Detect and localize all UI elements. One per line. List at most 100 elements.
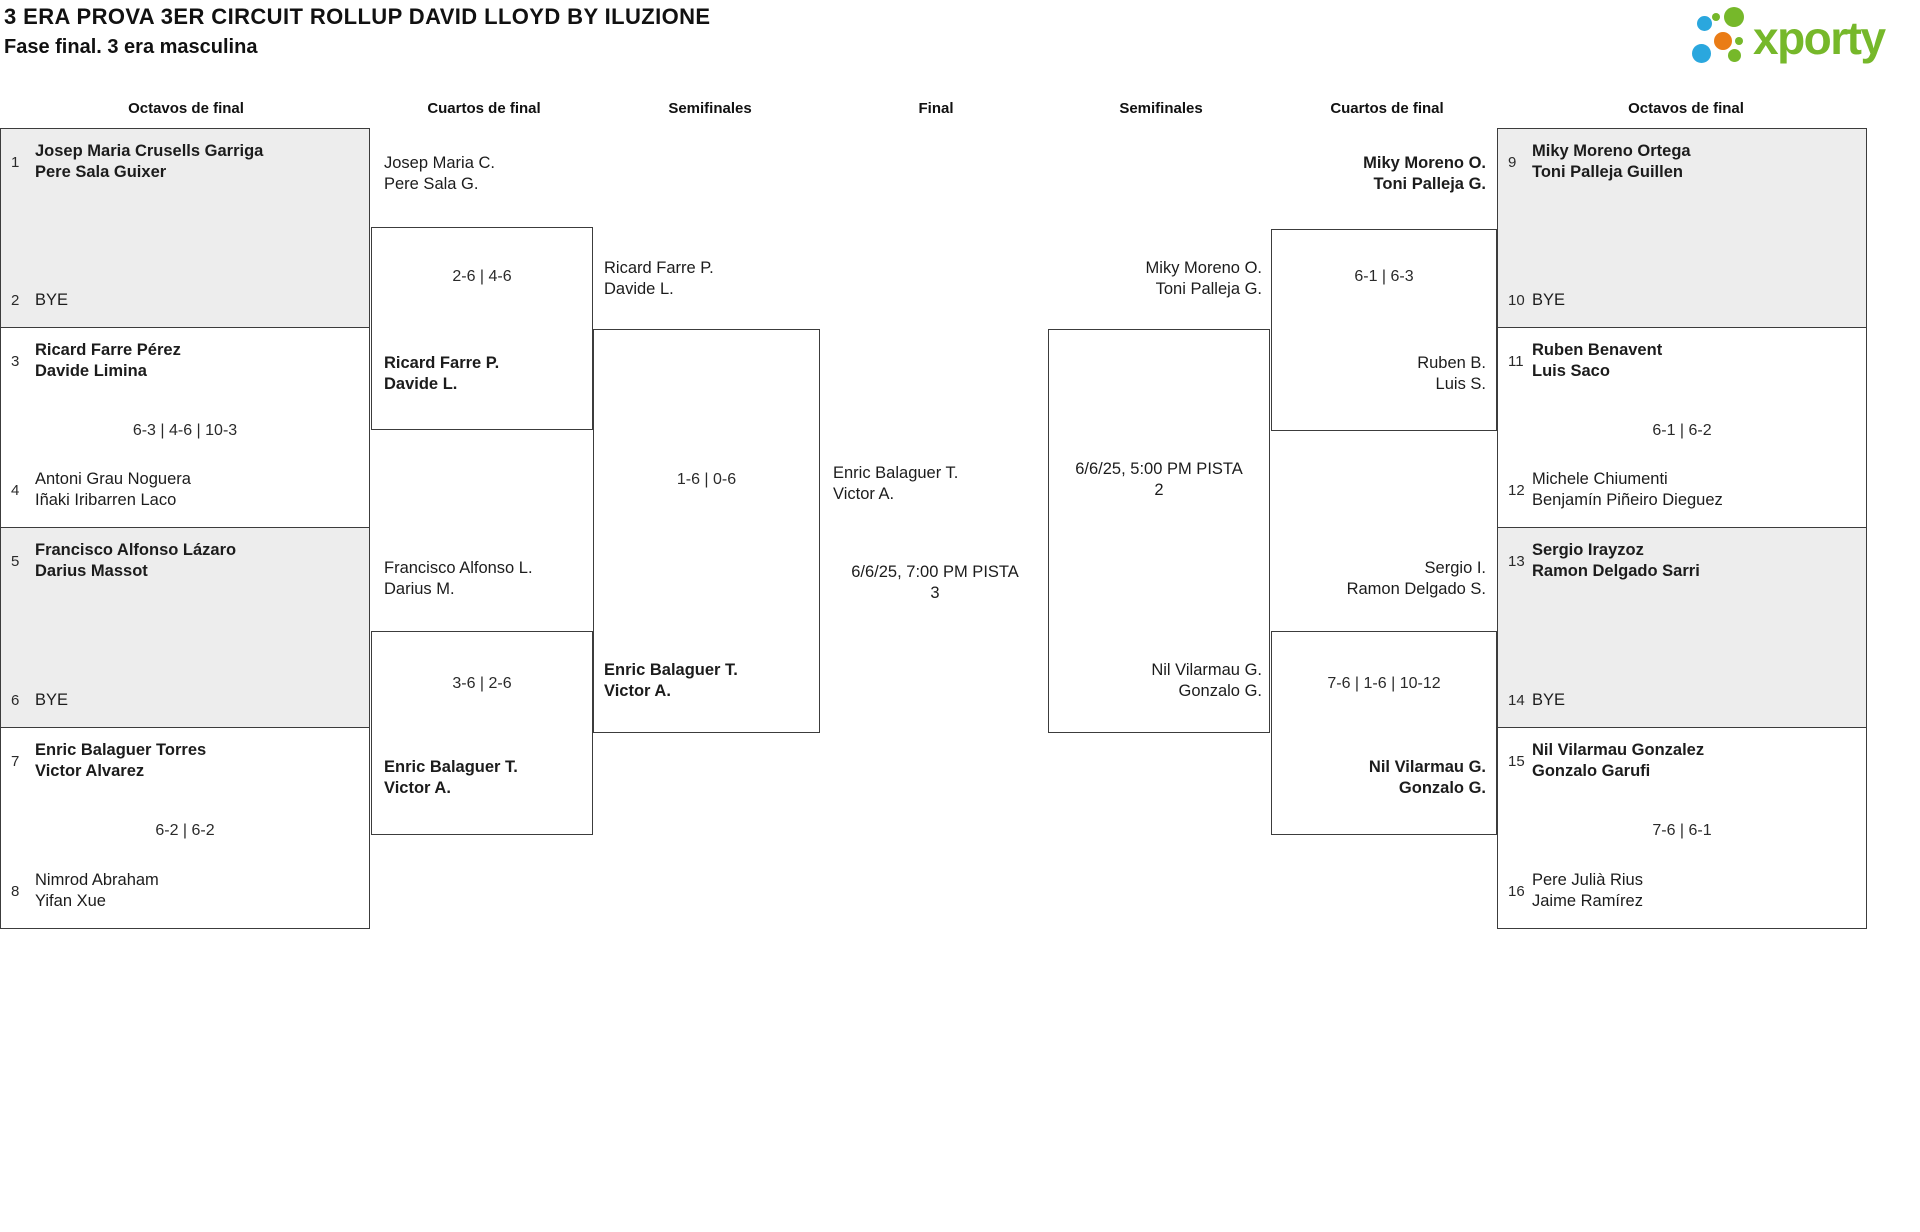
match-box-sf-r bbox=[1048, 329, 1270, 733]
team-names: Miky Moreno O. Toni Palleja G. bbox=[1145, 259, 1262, 298]
team-names: Josep Maria Crusells Garriga Pere Sala G… bbox=[35, 142, 264, 181]
round-header-octavos-right: Octavos de final bbox=[1628, 100, 1744, 117]
match-box-qf-r1 bbox=[1271, 229, 1497, 431]
round-header-semis-right: Semifinales bbox=[1119, 100, 1203, 117]
seed-number: 10 bbox=[1508, 292, 1525, 309]
final-schedule: 6/6/25, 7:00 PM PISTA 3 bbox=[851, 563, 1019, 602]
team-row: 10 BYE bbox=[1498, 290, 1866, 311]
seed-number: 6 bbox=[11, 692, 20, 709]
team-names: Francisco Alfonso Lázaro Darius Massot bbox=[35, 541, 237, 580]
team-row: 15 Nil Vilarmau Gonzalez Gonzalo Garufi bbox=[1498, 740, 1866, 782]
match-score: 6-1 | 6-2 bbox=[1652, 422, 1712, 439]
match-box-sf-l bbox=[593, 329, 820, 733]
logo-dot-green-large bbox=[1724, 7, 1744, 27]
match-box-oct-l4: 7 Enric Balaguer Torres Victor Alvarez 6… bbox=[0, 727, 370, 929]
team-names: Enric Balaguer T. Victor A. bbox=[833, 464, 959, 503]
team-row: 11 Ruben Benavent Luis Saco bbox=[1498, 340, 1866, 382]
team-names: BYE bbox=[35, 291, 69, 309]
team-names: Pere Julià Rius Jaime Ramírez bbox=[1532, 871, 1643, 910]
logo-dot-orange bbox=[1714, 32, 1732, 50]
team-names: Antoni Grau Noguera Iñaki Iribarren Laco bbox=[35, 470, 191, 509]
match-box-qf-r2 bbox=[1271, 631, 1497, 835]
team-names: BYE bbox=[1532, 691, 1566, 709]
page-title: 3 ERA PROVA 3ER CIRCUIT ROLLUP DAVID LLO… bbox=[4, 4, 711, 29]
page-subtitle: Fase final. 3 era masculina bbox=[4, 36, 258, 58]
team-names: Ruben Benavent Luis Saco bbox=[1532, 341, 1663, 380]
seed-number: 8 bbox=[11, 882, 20, 900]
round-header-semis-left: Semifinales bbox=[668, 100, 752, 117]
match-box-oct-l2: 3 Ricard Farre Pérez Davide Limina 6-3 |… bbox=[0, 327, 370, 528]
team-names: Enric Balaguer Torres Victor Alvarez bbox=[35, 741, 207, 780]
team-names: Nimrod Abraham Yifan Xue bbox=[35, 871, 159, 910]
round-header-final: Final bbox=[918, 100, 954, 117]
team-names: BYE bbox=[35, 691, 69, 709]
team-row: 6 BYE bbox=[1, 690, 369, 711]
match-box-oct-l3: 5 Francisco Alfonso Lázaro Darius Massot… bbox=[0, 527, 370, 728]
team-names: Michele Chiumenti Benjamín Piñeiro Diegu… bbox=[1532, 470, 1723, 509]
team-names: Sergio Irayzoz Ramon Delgado Sarri bbox=[1532, 541, 1700, 580]
team-row: 13 Sergio Irayzoz Ramon Delgado Sarri bbox=[1498, 540, 1866, 582]
team-names: Francisco Alfonso L. Darius M. bbox=[384, 559, 533, 598]
team-row: 9 Miky Moreno Ortega Toni Palleja Guille… bbox=[1498, 141, 1866, 183]
team-names: Josep Maria C. Pere Sala G. bbox=[384, 154, 495, 193]
match-score: 1-6 | 0-6 bbox=[676, 471, 737, 488]
team-row: 5 Francisco Alfonso Lázaro Darius Massot bbox=[1, 540, 369, 582]
team-names: Nil Vilarmau Gonzalez Gonzalo Garufi bbox=[1532, 741, 1705, 780]
logo-dot-green-medium bbox=[1728, 49, 1741, 62]
seed-number: 11 bbox=[1508, 352, 1524, 370]
match-score: 6-2 | 6-2 bbox=[155, 822, 215, 839]
team-row: 4 Antoni Grau Noguera Iñaki Iribarren La… bbox=[1, 469, 369, 511]
team-names: Ruben B. Luis S. bbox=[1417, 354, 1486, 393]
seed-number: 9 bbox=[1508, 153, 1517, 171]
round-header-cuartos-right: Cuartos de final bbox=[1330, 100, 1444, 117]
match-score: 6-3 | 4-6 | 10-3 bbox=[132, 422, 238, 439]
match-box-oct-r3: 13 Sergio Irayzoz Ramon Delgado Sarri 14… bbox=[1497, 527, 1867, 728]
match-box-qf-l2 bbox=[371, 631, 593, 835]
seed-number: 15 bbox=[1508, 752, 1525, 770]
match-score: 2-6 | 4-6 bbox=[452, 268, 512, 285]
team-row: 14 BYE bbox=[1498, 690, 1866, 711]
team-row: 2 BYE bbox=[1, 290, 369, 311]
team-names: Nil Vilarmau G. Gonzalo G. bbox=[1151, 661, 1262, 700]
team-names: Ricard Farre P. Davide L. bbox=[604, 259, 714, 298]
team-names: BYE bbox=[1532, 291, 1566, 309]
team-row: 3 Ricard Farre Pérez Davide Limina bbox=[1, 340, 369, 382]
match-score: 6-1 | 6-3 bbox=[1354, 268, 1414, 285]
team-row: 16 Pere Julià Rius Jaime Ramírez bbox=[1498, 870, 1866, 912]
seed-number: 4 bbox=[11, 481, 20, 499]
xporty-logo[interactable]: xporty bbox=[1684, 2, 1916, 74]
seed-number: 14 bbox=[1508, 692, 1525, 709]
team-row: 8 Nimrod Abraham Yifan Xue bbox=[1, 870, 369, 912]
xporty-logo-text: xporty bbox=[1753, 12, 1886, 64]
match-score: 7-6 | 1-6 | 10-12 bbox=[1327, 675, 1441, 692]
team-row: 12 Michele Chiumenti Benjamín Piñeiro Di… bbox=[1498, 469, 1866, 511]
logo-dot-green-tiny bbox=[1712, 13, 1720, 21]
semifinal-schedule: 6/6/25, 5:00 PM PISTA 2 bbox=[1075, 460, 1243, 499]
team-row: 7 Enric Balaguer Torres Victor Alvarez bbox=[1, 740, 369, 782]
seed-number: 13 bbox=[1508, 552, 1525, 570]
logo-dot-blue-medium bbox=[1697, 16, 1712, 31]
seed-number: 1 bbox=[11, 153, 20, 171]
seed-number: 12 bbox=[1508, 481, 1525, 499]
seed-number: 7 bbox=[11, 752, 20, 770]
seed-number: 16 bbox=[1508, 882, 1525, 900]
match-box-oct-l1: 1 Josep Maria Crusells Garriga Pere Sala… bbox=[0, 128, 370, 328]
round-header-octavos-left: Octavos de final bbox=[128, 100, 244, 117]
match-score: 3-6 | 2-6 bbox=[452, 675, 512, 692]
seed-number: 2 bbox=[11, 292, 20, 309]
team-names: Nil Vilarmau G. Gonzalo G. bbox=[1368, 758, 1486, 797]
seed-number: 3 bbox=[11, 352, 20, 370]
match-score: 7-6 | 6-1 bbox=[1652, 822, 1712, 839]
round-header-cuartos-left: Cuartos de final bbox=[427, 100, 541, 117]
seed-number: 5 bbox=[11, 552, 20, 570]
match-box-qf-l1 bbox=[371, 227, 593, 430]
team-names: Miky Moreno O. Toni Palleja G. bbox=[1363, 154, 1486, 193]
match-box-oct-r2: 11 Ruben Benavent Luis Saco 6-1 | 6-2 12… bbox=[1497, 327, 1867, 528]
xporty-dots-icon bbox=[1686, 4, 1750, 68]
match-box-oct-r1: 9 Miky Moreno Ortega Toni Palleja Guille… bbox=[1497, 128, 1867, 328]
team-row: 1 Josep Maria Crusells Garriga Pere Sala… bbox=[1, 141, 369, 183]
team-names: Enric Balaguer T. Victor A. bbox=[384, 758, 518, 797]
team-names: Sergio I. Ramon Delgado S. bbox=[1346, 559, 1486, 598]
logo-dot-blue-large bbox=[1692, 44, 1711, 63]
